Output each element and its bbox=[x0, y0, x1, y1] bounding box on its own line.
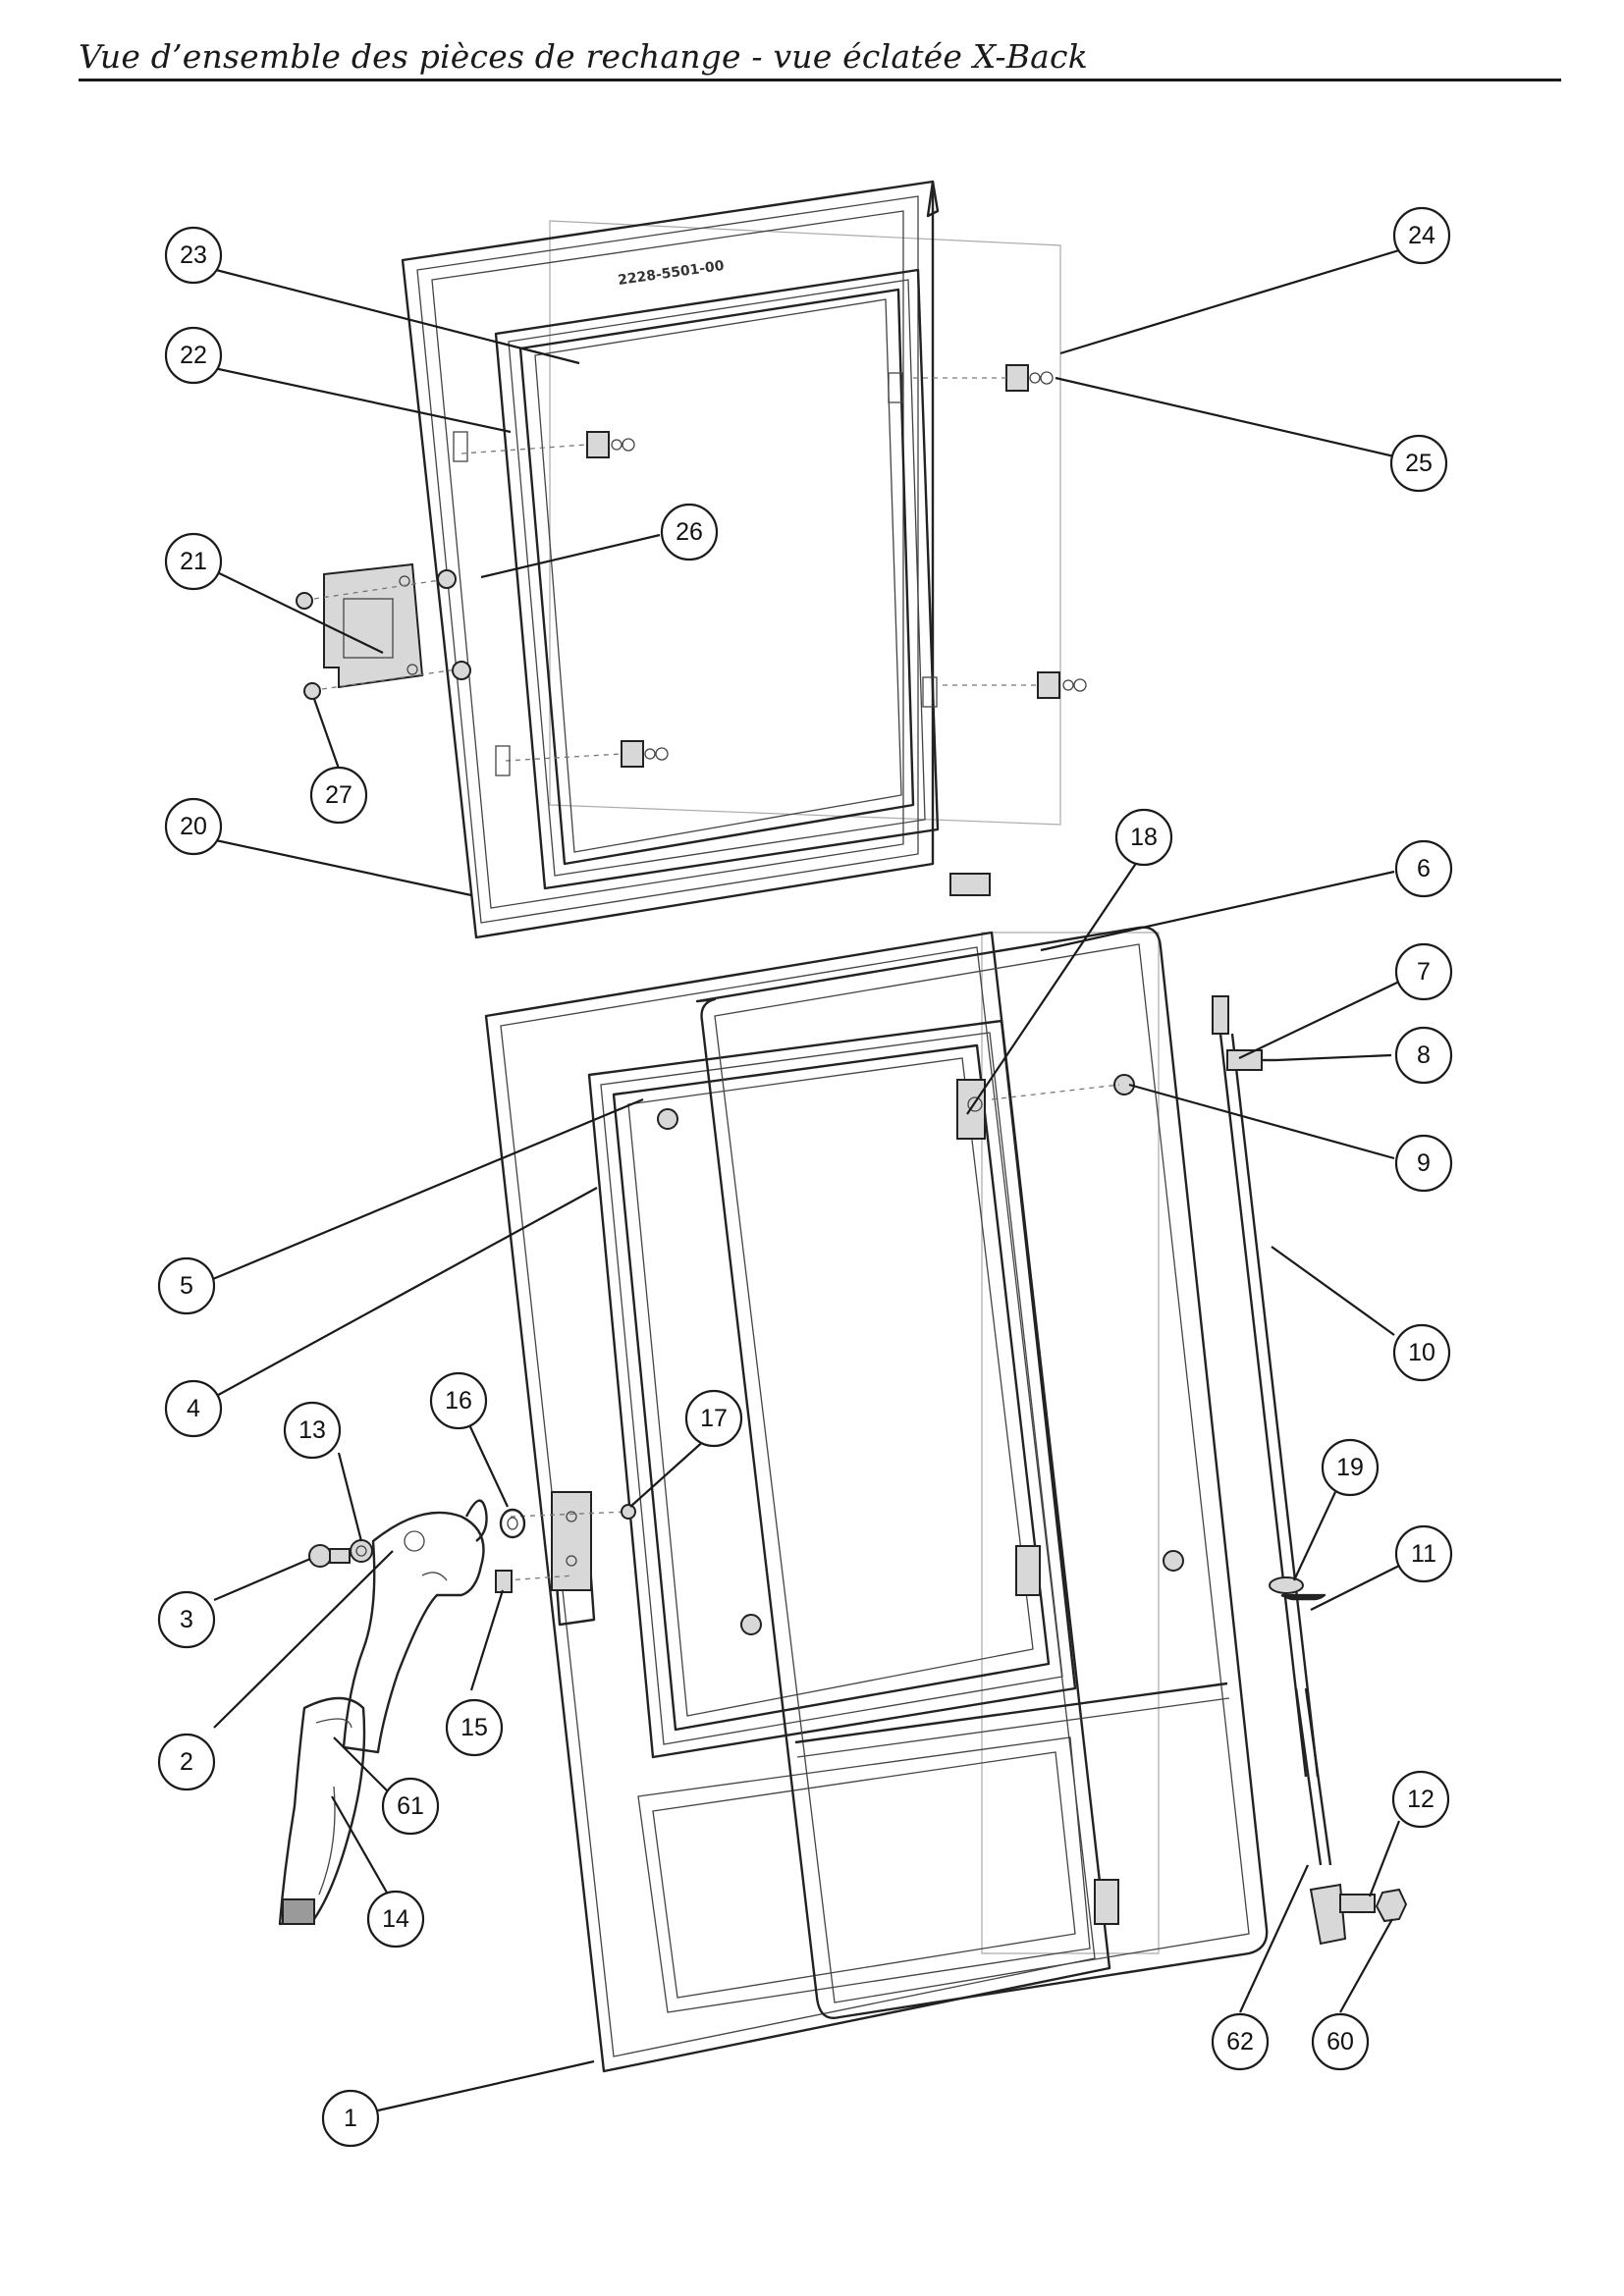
lower-glass-pane bbox=[612, 1043, 1051, 1732]
callout-2: 2 bbox=[157, 1733, 216, 1791]
rod-assembly bbox=[1212, 995, 1320, 1778]
svg-text:8: 8 bbox=[1417, 1041, 1431, 1069]
callout-24: 24 bbox=[1392, 206, 1451, 265]
callout-3: 3 bbox=[157, 1590, 216, 1649]
handle-assembly bbox=[278, 1491, 636, 1926]
svg-text:27: 27 bbox=[325, 781, 352, 809]
callout-4: 4 bbox=[164, 1379, 223, 1438]
lower-glass-frame bbox=[587, 1019, 1077, 1759]
svg-text:4: 4 bbox=[187, 1395, 200, 1422]
callout-6: 6 bbox=[1394, 839, 1453, 898]
callout-11: 11 bbox=[1394, 1524, 1453, 1583]
svg-text:62: 62 bbox=[1226, 2028, 1254, 2056]
svg-text:24: 24 bbox=[1408, 222, 1435, 249]
lower-door-body bbox=[484, 931, 1111, 2073]
title-rule bbox=[79, 79, 1561, 81]
callout-61: 61 bbox=[381, 1777, 440, 1836]
handle-grip bbox=[278, 1696, 366, 1926]
leader-lines bbox=[207, 248, 1401, 2112]
svg-text:10: 10 bbox=[1408, 1339, 1435, 1366]
upper-door-frame bbox=[401, 180, 935, 939]
svg-text:13: 13 bbox=[298, 1416, 326, 1444]
svg-text:20: 20 bbox=[180, 813, 207, 840]
svg-text:14: 14 bbox=[382, 1905, 409, 1933]
callout-7: 7 bbox=[1394, 942, 1453, 1001]
upper-glass-frame bbox=[494, 268, 940, 890]
callout-60: 60 bbox=[1311, 2012, 1370, 2071]
callout-16: 16 bbox=[429, 1371, 488, 1430]
callout-18: 18 bbox=[1114, 808, 1173, 867]
handle-frame-tube bbox=[695, 926, 1269, 2019]
svg-text:21: 21 bbox=[180, 548, 207, 575]
callout-12: 12 bbox=[1391, 1770, 1450, 1829]
callout-5: 5 bbox=[157, 1256, 216, 1315]
callout-8: 8 bbox=[1394, 1026, 1453, 1085]
hinge-bracket bbox=[296, 562, 471, 700]
callout-26: 26 bbox=[660, 503, 719, 561]
svg-text:18: 18 bbox=[1130, 824, 1158, 851]
handle-lever bbox=[342, 1511, 485, 1754]
svg-text:16: 16 bbox=[445, 1387, 472, 1415]
svg-text:25: 25 bbox=[1405, 450, 1433, 477]
svg-text:9: 9 bbox=[1417, 1149, 1431, 1177]
svg-text:61: 61 bbox=[397, 1792, 424, 1820]
callout-22: 22 bbox=[164, 326, 223, 385]
page-title: Vue d’ensemble des pièces de rechange - … bbox=[79, 37, 1088, 76]
svg-text:1: 1 bbox=[344, 2105, 357, 2132]
callout-10: 10 bbox=[1392, 1323, 1451, 1382]
svg-text:6: 6 bbox=[1417, 855, 1431, 882]
callout-17: 17 bbox=[684, 1389, 743, 1448]
upper-door-assembly: 2228-5501-00 bbox=[401, 180, 1087, 939]
callout-14: 14 bbox=[366, 1890, 425, 1949]
svg-text:17: 17 bbox=[700, 1405, 728, 1432]
upper-glass-pane bbox=[518, 288, 915, 866]
callout-62: 62 bbox=[1211, 2012, 1270, 2071]
callout-1: 1 bbox=[321, 2089, 380, 2148]
svg-text:15: 15 bbox=[460, 1714, 488, 1741]
glass-clips-upper bbox=[586, 364, 1087, 768]
svg-text:7: 7 bbox=[1417, 958, 1431, 986]
spring-assembly bbox=[1269, 1576, 1408, 1946]
callout-15: 15 bbox=[445, 1698, 504, 1757]
callout-9: 9 bbox=[1394, 1134, 1453, 1193]
svg-text:23: 23 bbox=[180, 241, 207, 269]
svg-text:2: 2 bbox=[180, 1748, 193, 1776]
lower-door-assembly bbox=[484, 931, 1184, 2073]
callout-13: 13 bbox=[283, 1401, 342, 1460]
svg-text:11: 11 bbox=[1411, 1540, 1436, 1568]
callout-20: 20 bbox=[164, 797, 223, 856]
callout-19: 19 bbox=[1321, 1438, 1380, 1497]
svg-text:19: 19 bbox=[1336, 1454, 1364, 1481]
callout-21: 21 bbox=[164, 532, 223, 591]
svg-text:22: 22 bbox=[180, 342, 207, 369]
part-engraving: 2228-5501-00 bbox=[617, 258, 725, 289]
callout-23: 23 bbox=[164, 226, 223, 285]
svg-text:5: 5 bbox=[180, 1272, 193, 1300]
svg-text:12: 12 bbox=[1407, 1786, 1435, 1813]
svg-text:3: 3 bbox=[180, 1606, 193, 1633]
callout-27: 27 bbox=[309, 766, 368, 825]
svg-text:26: 26 bbox=[676, 518, 703, 546]
callout-25: 25 bbox=[1389, 434, 1448, 493]
svg-text:60: 60 bbox=[1326, 2028, 1354, 2056]
